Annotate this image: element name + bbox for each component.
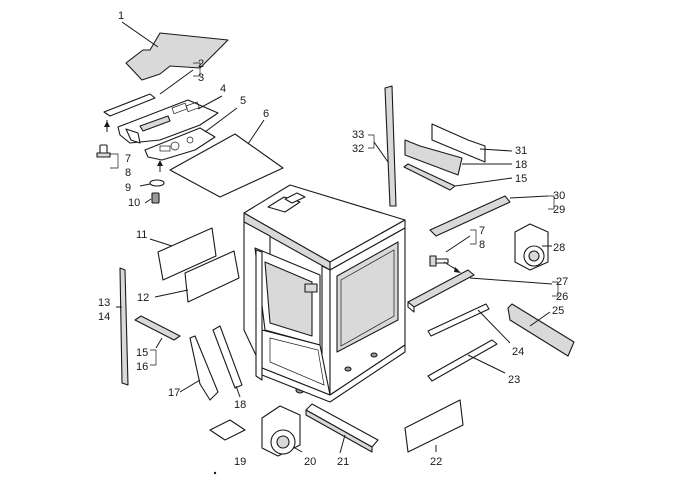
label-15-left: 15 <box>136 347 148 359</box>
part-4-console-panel <box>117 95 223 144</box>
label-27: 27 <box>556 276 568 288</box>
label-22: 22 <box>430 456 442 468</box>
label-12: 12 <box>137 292 149 304</box>
label-8-right: 8 <box>479 239 485 251</box>
label-10: 10 <box>128 197 140 209</box>
label-6: 6 <box>263 108 269 120</box>
cab-body <box>243 184 406 403</box>
part-7-8-screw <box>96 144 119 169</box>
part-28-fan-bracket <box>514 223 552 271</box>
part-20-fan-bracket <box>261 405 303 457</box>
label-30: 30 <box>553 190 565 202</box>
part-labels: 1 2 3 4 5 6 7 8 9 10 11 12 13 14 15 16 1… <box>98 10 568 468</box>
stray-dot <box>213 471 217 475</box>
part-21-floor-strip <box>305 403 379 454</box>
label-2: 2 <box>198 58 204 70</box>
label-18-right: 18 <box>515 159 527 171</box>
label-15-right: 15 <box>515 173 527 185</box>
part-29-30-long-strip <box>429 195 555 237</box>
label-7-right: 7 <box>479 225 485 237</box>
part-1-roof-mat <box>121 21 229 81</box>
part-17-panel <box>179 335 219 401</box>
label-11: 11 <box>136 229 147 241</box>
part-18-right-panel <box>404 139 512 176</box>
part-11-side-panel <box>149 227 217 281</box>
part-12-side-panel <box>154 250 240 303</box>
label-1: 1 <box>118 10 124 22</box>
label-23: 23 <box>508 374 520 386</box>
label-14: 14 <box>98 311 110 323</box>
part-32-33-pillar <box>368 85 397 207</box>
label-13: 13 <box>98 297 110 309</box>
label-8-left: 8 <box>125 167 131 179</box>
part-24-strip <box>427 303 511 344</box>
label-32: 32 <box>352 143 364 155</box>
part-23-strip <box>427 339 506 382</box>
label-33: 33 <box>352 129 364 141</box>
label-4: 4 <box>220 83 226 95</box>
part-15-16-short-strip <box>134 315 181 366</box>
part-15-right-strip <box>403 163 513 191</box>
label-5: 5 <box>240 95 246 107</box>
part-7-8-pin-right <box>429 229 477 273</box>
part-19-small-pad <box>209 419 246 441</box>
label-21: 21 <box>337 456 349 468</box>
part-22-panel <box>404 399 464 453</box>
label-29: 29 <box>553 204 565 216</box>
label-26: 26 <box>556 291 568 303</box>
part-6-floor-mat <box>169 119 284 198</box>
part-25-long-panel <box>507 303 575 357</box>
label-28: 28 <box>553 242 565 254</box>
part-13-14-vertical-strip <box>116 267 129 386</box>
label-31: 31 <box>515 145 527 157</box>
label-9: 9 <box>125 182 131 194</box>
part-26-27-angle-strip <box>407 269 559 313</box>
label-3: 3 <box>198 72 204 84</box>
label-17: 17 <box>168 387 180 399</box>
label-24: 24 <box>512 346 524 358</box>
part-9-washer <box>139 179 165 187</box>
part-5-instrument-panel <box>144 107 238 172</box>
part-10-bolt <box>144 192 160 204</box>
part-18-panel <box>212 325 243 398</box>
label-18-left: 18 <box>234 399 246 411</box>
label-19: 19 <box>234 456 246 468</box>
label-7-left: 7 <box>125 153 131 165</box>
part-2-3-strip <box>103 62 201 132</box>
label-20: 20 <box>304 456 316 468</box>
label-25: 25 <box>552 305 564 317</box>
part-31-panel <box>431 123 513 163</box>
label-16: 16 <box>136 361 148 373</box>
